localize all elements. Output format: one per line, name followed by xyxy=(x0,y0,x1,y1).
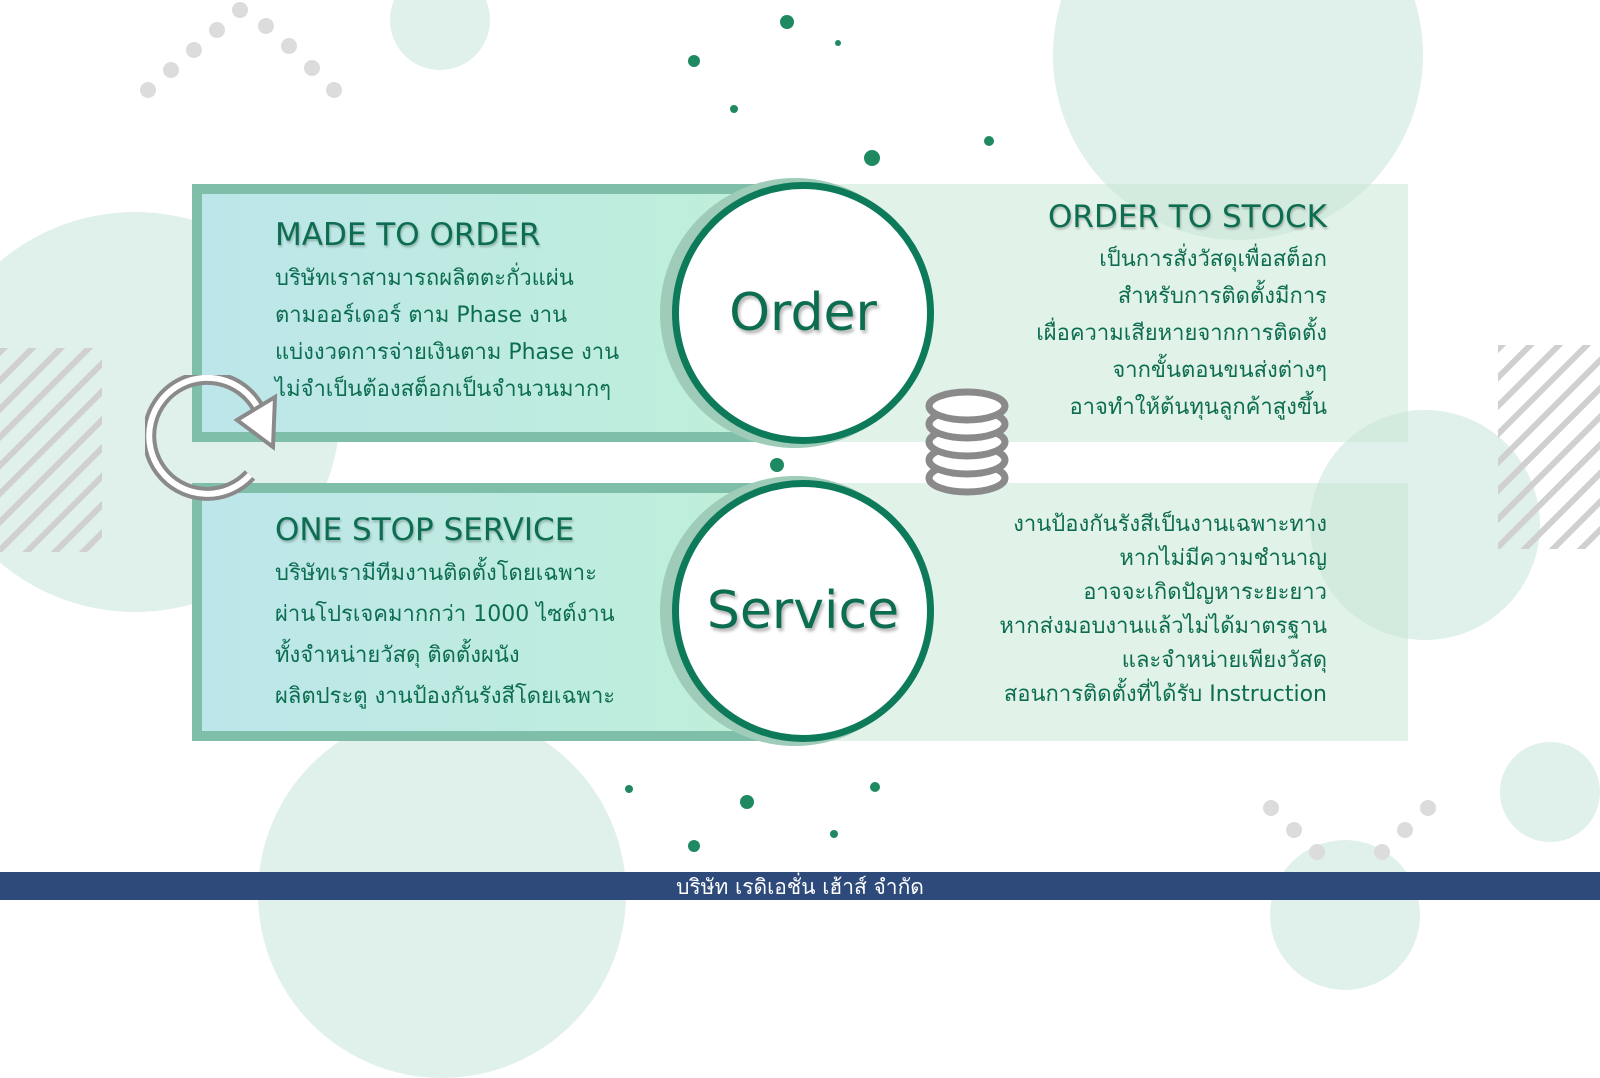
one-stop-service-title: ONE STOP SERVICE xyxy=(275,512,575,548)
coin-stack-icon xyxy=(925,388,1009,496)
order-to-stock-text: เป็นการสั่งวัสดุเพื่อสต็อก สำหรับการติดต… xyxy=(1036,241,1327,426)
text-line: ผลิตประตู งานป้องกันรังสีโดยเฉพาะ xyxy=(275,684,616,709)
text-line: แบ่งงวดการจ่ายเงินตาม Phase งาน xyxy=(275,340,620,365)
text-line: หากส่งมอบงานแล้วไม่ได้มาตรฐาน xyxy=(999,614,1327,639)
text-line: จากขั้นตอนขนส่งต่างๆ xyxy=(1112,358,1327,383)
text-line: เผื่อความเสียหายจากการติดตั้ง xyxy=(1036,321,1327,346)
text-line: อาจจะเกิดปัญหาระยะยาว xyxy=(1083,580,1327,605)
text-line: สำหรับการติดตั้งมีการ xyxy=(1117,284,1327,309)
one-stop-service-text: บริษัทเรามีทีมงานติดตั้งโดยเฉพาะ ผ่านโปร… xyxy=(275,553,615,717)
made-to-order-title: MADE TO ORDER xyxy=(275,217,541,253)
text-line: เป็นการสั่งวัสดุเพื่อสต็อก xyxy=(1099,247,1327,272)
text-line: บริษัทเรามีทีมงานติดตั้งโดยเฉพาะ xyxy=(275,561,597,586)
service-label: Service xyxy=(706,581,900,641)
stripe-pattern xyxy=(0,348,102,552)
footer-company-name: บริษัท เรดิเอชั่น เฮ้าส์ จำกัด xyxy=(0,872,1600,900)
text-line: ทั้งจำหน่ายวัสดุ ติดตั้งผนัง xyxy=(275,643,520,668)
text-line: ไม่จำเป็นต้องสต็อกเป็นจำนวนมากๆ xyxy=(275,377,612,402)
bg-circle xyxy=(1270,840,1420,990)
text-line: บริษัทเราสามารถผลิตตะกั่วแผ่น xyxy=(275,266,574,291)
text-line: ตามออร์เดอร์ ตาม Phase งาน xyxy=(275,303,568,328)
bg-circle xyxy=(390,0,490,70)
order-to-stock-title: ORDER TO STOCK xyxy=(1048,199,1327,235)
text-line: อาจทำให้ต้นทุนลูกค้าสูงขึ้น xyxy=(1069,395,1327,420)
text-line: และจำหน่ายเพียงวัสดุ xyxy=(1121,648,1327,673)
bg-circle xyxy=(1500,742,1600,842)
service-info-text: งานป้องกันรังสีเป็นงานเฉพาะทาง หากไม่มีค… xyxy=(999,508,1327,712)
text-line: ผ่านโปรเจคมากกว่า 1000 ไซต์งาน xyxy=(275,602,615,627)
text-line: หากไม่มีความชำนาญ xyxy=(1119,546,1327,571)
text-line: งานป้องกันรังสีเป็นงานเฉพาะทาง xyxy=(1013,512,1327,537)
order-circle: Order xyxy=(672,182,934,444)
stripe-pattern xyxy=(1498,345,1600,549)
made-to-order-text: บริษัทเราสามารถผลิตตะกั่วแผ่น ตามออร์เดอ… xyxy=(275,260,619,408)
refresh-icon xyxy=(145,375,278,501)
text-line: สอนการติดตั้งที่ได้รับ Instruction xyxy=(1003,682,1327,707)
service-circle: Service xyxy=(672,480,934,742)
order-label: Order xyxy=(729,283,877,343)
